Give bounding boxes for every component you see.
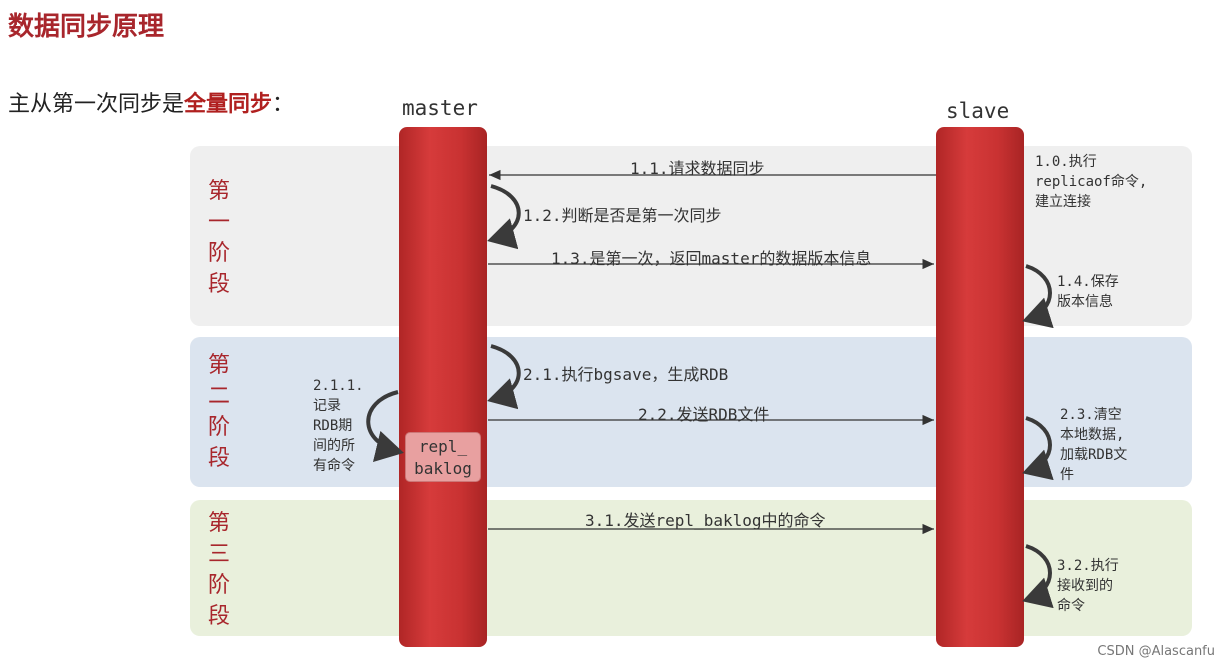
phase-3-label: 第三阶段: [207, 511, 230, 629]
step-3-2-note: 3.2.执行接收到的命令: [1057, 558, 1119, 614]
phase-3-panel: [190, 500, 1192, 636]
subtitle: 主从第一次同步是全量同步：: [8, 92, 295, 117]
arrow-1-4-loop: [1022, 264, 1054, 329]
slave-lifeline: [936, 127, 1024, 647]
slave-label: slave: [946, 99, 1010, 123]
repl-baklog-box: repl_baklog: [405, 432, 481, 482]
step-3-1-label: 3.1.发送repl_baklog中的命令: [585, 511, 826, 530]
arrow-2-1-1-loop: [366, 390, 404, 462]
page-title: 数据同步原理: [8, 12, 165, 42]
watermark: CSDN @Alascanfu: [1097, 644, 1215, 659]
arrow-3-2-loop: [1022, 544, 1054, 609]
phase-1-panel: [190, 146, 1192, 326]
subtitle-highlight: 全量同步: [184, 92, 273, 117]
phase-2-label: 第二阶段: [207, 353, 230, 471]
arrow-1-2-loop: [487, 184, 521, 250]
step-1-3-label: 1.3.是第一次，返回master的数据版本信息: [551, 249, 872, 268]
phase-1-label: 第一阶段: [207, 179, 230, 297]
step-2-3-note: 2.3.清空本地数据,加载RDB文件: [1060, 407, 1128, 483]
master-lifeline: [399, 127, 487, 647]
arrow-2-3-loop: [1022, 416, 1054, 481]
step-1-4-note: 1.4.保存版本信息: [1057, 274, 1119, 310]
step-1-1-label: 1.1.请求数据同步: [630, 159, 765, 178]
arrow-2-1-loop: [487, 344, 521, 410]
master-label: master: [402, 96, 478, 120]
step-2-2-label: 2.2.发送RDB文件: [638, 405, 770, 424]
step-2-1-label: 2.1.执行bgsave，生成RDB: [523, 365, 729, 384]
step-1-2-label: 1.2.判断是否是第一次同步: [523, 206, 722, 225]
